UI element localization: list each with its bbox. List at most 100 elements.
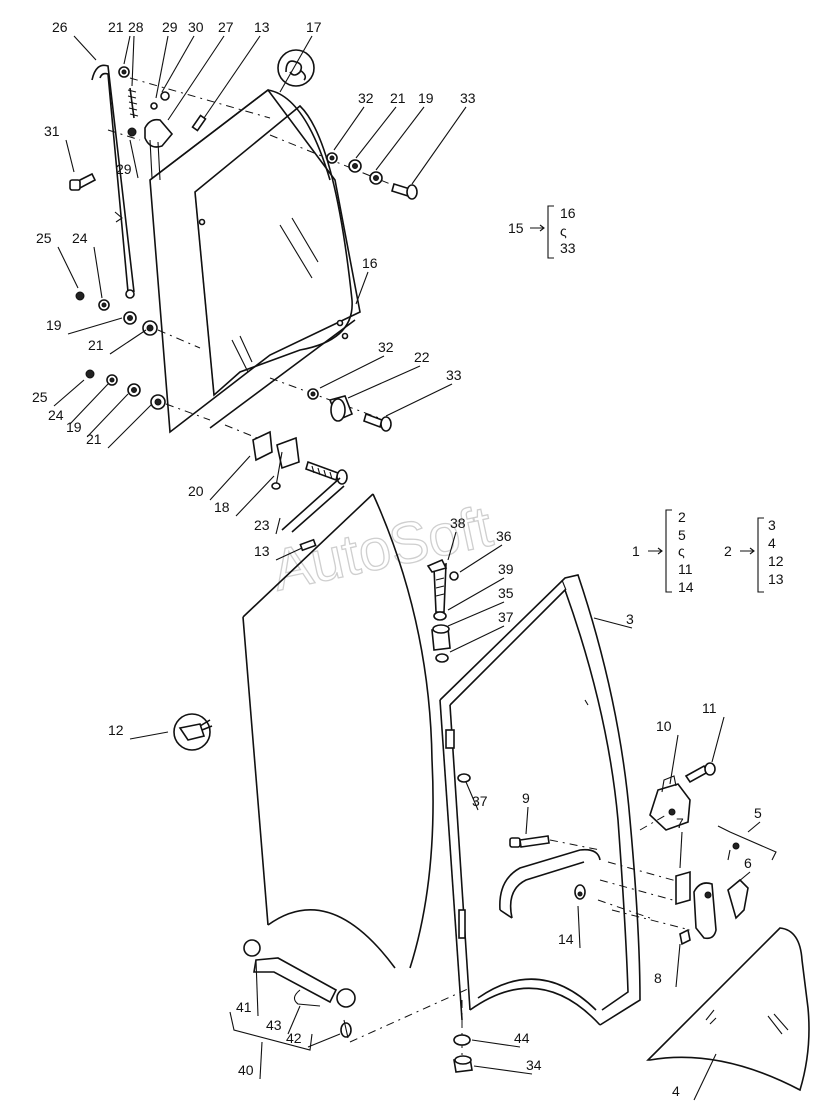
callout-label: 23 <box>254 517 270 533</box>
gas-strut <box>229 939 471 1051</box>
leader-line <box>203 35 261 119</box>
leader-line <box>693 1053 717 1101</box>
leader-line <box>275 517 281 535</box>
callout-label: 24 <box>48 407 64 423</box>
leader-line <box>259 1041 263 1080</box>
callout-label: 28 <box>128 19 144 35</box>
callout-label: 6 <box>744 855 752 871</box>
callout-label: 13 <box>254 19 270 35</box>
leader-line <box>93 246 103 299</box>
callout-label: 27 <box>218 19 234 35</box>
group-item: 11 <box>678 561 693 577</box>
callout-label: 26 <box>52 19 68 35</box>
leader-line <box>307 1033 341 1048</box>
group-item: 16 <box>560 205 576 221</box>
pin-13 <box>299 538 317 552</box>
callout-label: 3 <box>626 611 634 627</box>
group-item: 12 <box>768 553 784 569</box>
callout-label: 4 <box>672 1083 680 1099</box>
leader-line <box>129 731 169 740</box>
callout-label: 13 <box>254 543 270 559</box>
callout-label: 16 <box>362 255 378 271</box>
leader-line <box>167 35 225 121</box>
leader-line <box>375 106 425 171</box>
leader-line <box>355 271 369 305</box>
callout-label: 25 <box>36 230 52 246</box>
leader-line <box>347 365 421 399</box>
leader-line <box>711 716 725 763</box>
leader-line <box>131 35 135 87</box>
callout-label: 37 <box>472 793 488 809</box>
lower-fasteners <box>269 377 392 432</box>
group-label: 15 <box>508 220 524 236</box>
leader-line <box>447 531 457 561</box>
leader-line <box>447 577 505 611</box>
leader-line <box>449 625 505 653</box>
door-frame <box>439 574 641 1026</box>
leader-line <box>155 35 169 99</box>
callout-label: 44 <box>514 1030 530 1046</box>
bolt-9 <box>509 835 601 851</box>
leader-line <box>65 139 75 173</box>
leader-lines <box>53 35 761 1101</box>
leader-line <box>57 246 79 289</box>
top-pivot-stack <box>426 558 471 783</box>
callout-label: 29 <box>116 161 132 177</box>
leader-line <box>473 1065 533 1075</box>
callout-label: 12 <box>108 722 124 738</box>
callout-label: 19 <box>46 317 62 333</box>
callout-label: 32 <box>358 90 374 106</box>
leader-line <box>235 475 275 517</box>
callout-label: 34 <box>526 1057 542 1073</box>
callout-label: 36 <box>496 528 512 544</box>
leader-line <box>471 1039 521 1048</box>
leader-line <box>593 617 633 629</box>
top-hinge-hardware <box>107 66 271 181</box>
leader-line <box>87 393 129 437</box>
callout-label: 10 <box>656 718 672 734</box>
callout-label: 35 <box>498 585 514 601</box>
callout-label: 21 <box>88 337 104 353</box>
leader-line <box>123 35 131 65</box>
callout-label: 20 <box>188 483 204 499</box>
glass-cleaning-symbol-icon <box>173 713 213 751</box>
callout-label: 9 <box>522 790 530 806</box>
callout-label: 29 <box>162 19 178 35</box>
callout-label: 14 <box>558 931 574 947</box>
leader-line <box>747 821 761 833</box>
leader-line <box>465 781 479 811</box>
group-item: 2 <box>678 509 686 525</box>
group-item: 4 <box>768 535 776 551</box>
bottom-cover-panel <box>646 927 810 1092</box>
callout-label: 21 <box>86 431 102 447</box>
group-bracket-15 <box>530 205 554 259</box>
group-bracket-1 <box>648 509 672 593</box>
leader-line <box>255 959 259 1017</box>
hinge-10 <box>639 762 716 831</box>
wire-23 <box>281 477 345 533</box>
group-item: ς <box>560 223 567 239</box>
callout-label: 25 <box>32 389 48 405</box>
callout-label: 19 <box>66 419 82 435</box>
callout-label: 17 <box>306 19 322 35</box>
leader-line <box>53 379 85 407</box>
callout-label: 37 <box>498 609 514 625</box>
group-item: 33 <box>560 240 576 256</box>
sealant-symbol-icon <box>277 49 315 87</box>
leader-line <box>679 831 683 869</box>
door-handle-grip <box>499 848 601 919</box>
callout-label: 32 <box>378 339 394 355</box>
callout-label: 7 <box>676 815 684 831</box>
hinge-bracket <box>224 424 348 490</box>
callout-label: 22 <box>414 349 430 365</box>
leader-line <box>737 871 751 883</box>
leader-line <box>385 383 453 417</box>
leader-line <box>577 905 581 949</box>
callout-label: 31 <box>44 123 60 139</box>
leader-line <box>67 317 123 335</box>
callout-label: 39 <box>498 561 514 577</box>
